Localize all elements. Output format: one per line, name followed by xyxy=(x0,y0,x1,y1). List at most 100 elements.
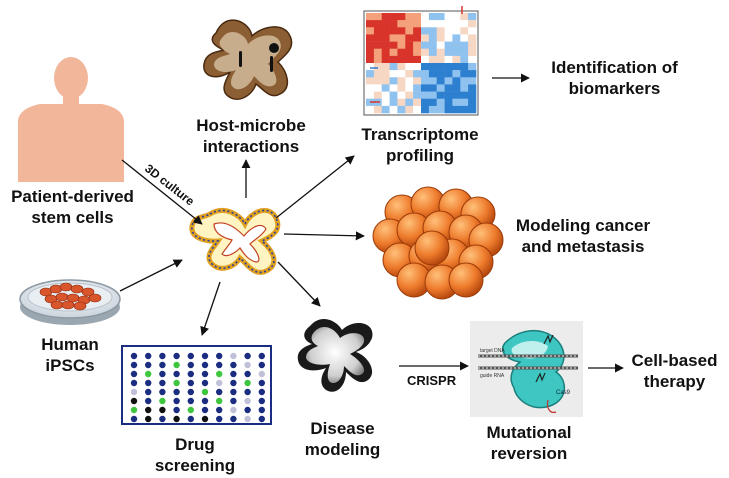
therapy-label-line1: Cell-based xyxy=(631,351,718,370)
heatmap-cell xyxy=(373,27,383,35)
heatmap-cell xyxy=(428,91,438,99)
plate-well-dot xyxy=(130,397,138,405)
tumor-cell xyxy=(448,262,484,298)
heatmap-cell xyxy=(366,84,375,92)
plate-well-dot xyxy=(173,379,180,387)
plate-well-dot xyxy=(187,379,194,387)
heatmap-cell xyxy=(389,48,398,57)
tumor-cell xyxy=(414,230,450,266)
heatmap-cell xyxy=(428,27,438,35)
host-label-line2: interactions xyxy=(202,137,300,156)
heatmap-cell xyxy=(397,91,406,99)
plate-well-dot xyxy=(159,370,166,378)
heatmap-cell xyxy=(397,34,406,42)
heatmap-cell xyxy=(444,41,453,49)
dish-cell xyxy=(81,287,95,297)
plate-well-dot xyxy=(201,406,209,414)
heatmap-cell xyxy=(436,70,445,78)
heatmap-cell xyxy=(373,84,383,92)
plate-well-dot xyxy=(258,397,265,405)
heatmap-cell xyxy=(381,84,390,92)
plate-well-dot xyxy=(244,370,251,378)
heatmap-cell xyxy=(444,48,453,57)
heatmap-cell xyxy=(405,34,414,42)
plate-well-dot xyxy=(230,397,237,405)
heatmap-cell xyxy=(373,34,383,42)
heatmap-cell xyxy=(468,20,477,28)
heatmap-cell xyxy=(452,34,461,42)
heatmap-cell xyxy=(444,84,453,92)
heatmap-cell xyxy=(397,70,406,78)
heatmap-cell xyxy=(381,70,390,78)
drug-label-line1: Drug xyxy=(175,435,215,454)
heatmap-cell xyxy=(428,98,438,107)
plate-well-dot xyxy=(173,352,180,360)
heatmap-cell xyxy=(397,41,406,49)
plate-well-dot xyxy=(159,406,166,414)
arrows xyxy=(119,73,624,373)
heatmap-cell xyxy=(436,48,445,57)
patient-derived-label: Patient-derived stem cells xyxy=(0,186,145,228)
heatmap-cell xyxy=(405,63,414,71)
heatmap-cell xyxy=(460,105,469,114)
heatmap-cell xyxy=(468,84,477,92)
host-label-line1: Host-microbe xyxy=(196,116,306,135)
heatmap-cell xyxy=(373,105,383,114)
plate-well-dot xyxy=(145,361,152,369)
heatmap-cell xyxy=(468,34,477,42)
heatmap-cell xyxy=(366,27,375,35)
heatmap-cell xyxy=(413,84,422,92)
heatmap-cell xyxy=(452,41,461,49)
plate-well-dot xyxy=(230,370,237,378)
heatmap-cell xyxy=(436,34,445,42)
plate-well-dot xyxy=(258,406,265,414)
plate-well-dot xyxy=(258,388,265,396)
plate-well-dot xyxy=(159,379,166,387)
heatmap-cell xyxy=(389,84,398,92)
crispr-cas-label: Cas9 xyxy=(556,390,571,396)
heatmap-cell xyxy=(460,20,469,28)
heatmap-cell xyxy=(468,55,477,64)
heatmap-cell xyxy=(460,41,469,49)
heatmap-cell xyxy=(436,27,445,35)
heatmap-cell xyxy=(460,77,469,85)
heatmap-cell xyxy=(413,34,422,42)
heatmap-cell xyxy=(444,91,453,99)
heatmap-cell xyxy=(389,13,398,21)
cancer-label-line1: Modeling cancer xyxy=(515,216,651,235)
heatmap-cell xyxy=(468,91,477,99)
heatmap-cell xyxy=(421,27,430,35)
plate-well-dot xyxy=(130,361,138,369)
heatmap-cell xyxy=(428,55,438,64)
heatmap-cell xyxy=(444,63,453,71)
arrow-patient-to-organoid xyxy=(121,159,203,225)
heatmap-cell xyxy=(397,105,406,114)
heatmap-cell xyxy=(436,20,445,28)
heatmap-cell xyxy=(397,55,406,64)
heatmap-cell xyxy=(452,77,461,85)
heatmap-cell xyxy=(452,13,461,21)
plate-well-dot xyxy=(187,388,194,396)
heatmap-cell xyxy=(428,48,438,57)
heatmap-cell xyxy=(421,105,430,114)
dish-cell xyxy=(61,300,75,310)
heatmap-cell xyxy=(428,13,438,21)
heatmap-cell xyxy=(366,105,375,114)
plate-well-dot xyxy=(216,397,223,405)
disease-label-line2: modeling xyxy=(304,440,381,459)
heatmap-cell xyxy=(366,20,375,28)
plate-well-dot xyxy=(201,370,209,378)
heatmap-cell xyxy=(397,13,406,21)
heatmap-cell xyxy=(373,63,383,71)
plate-well-dot xyxy=(159,415,166,423)
heatmap-cell xyxy=(444,98,453,107)
heatmap-cell xyxy=(421,63,430,71)
heatmap-cell xyxy=(397,98,406,107)
heatmap-cell xyxy=(366,13,375,21)
heatmap-cell xyxy=(405,20,414,28)
heatmap-cell xyxy=(405,55,414,64)
plate-well-dot xyxy=(244,415,251,423)
transcript-label-line1: Transcriptome xyxy=(361,125,479,144)
arrow-organoid-to-cancer xyxy=(283,231,365,241)
cancer-label: Modeling cancer and metastasis xyxy=(503,215,663,257)
